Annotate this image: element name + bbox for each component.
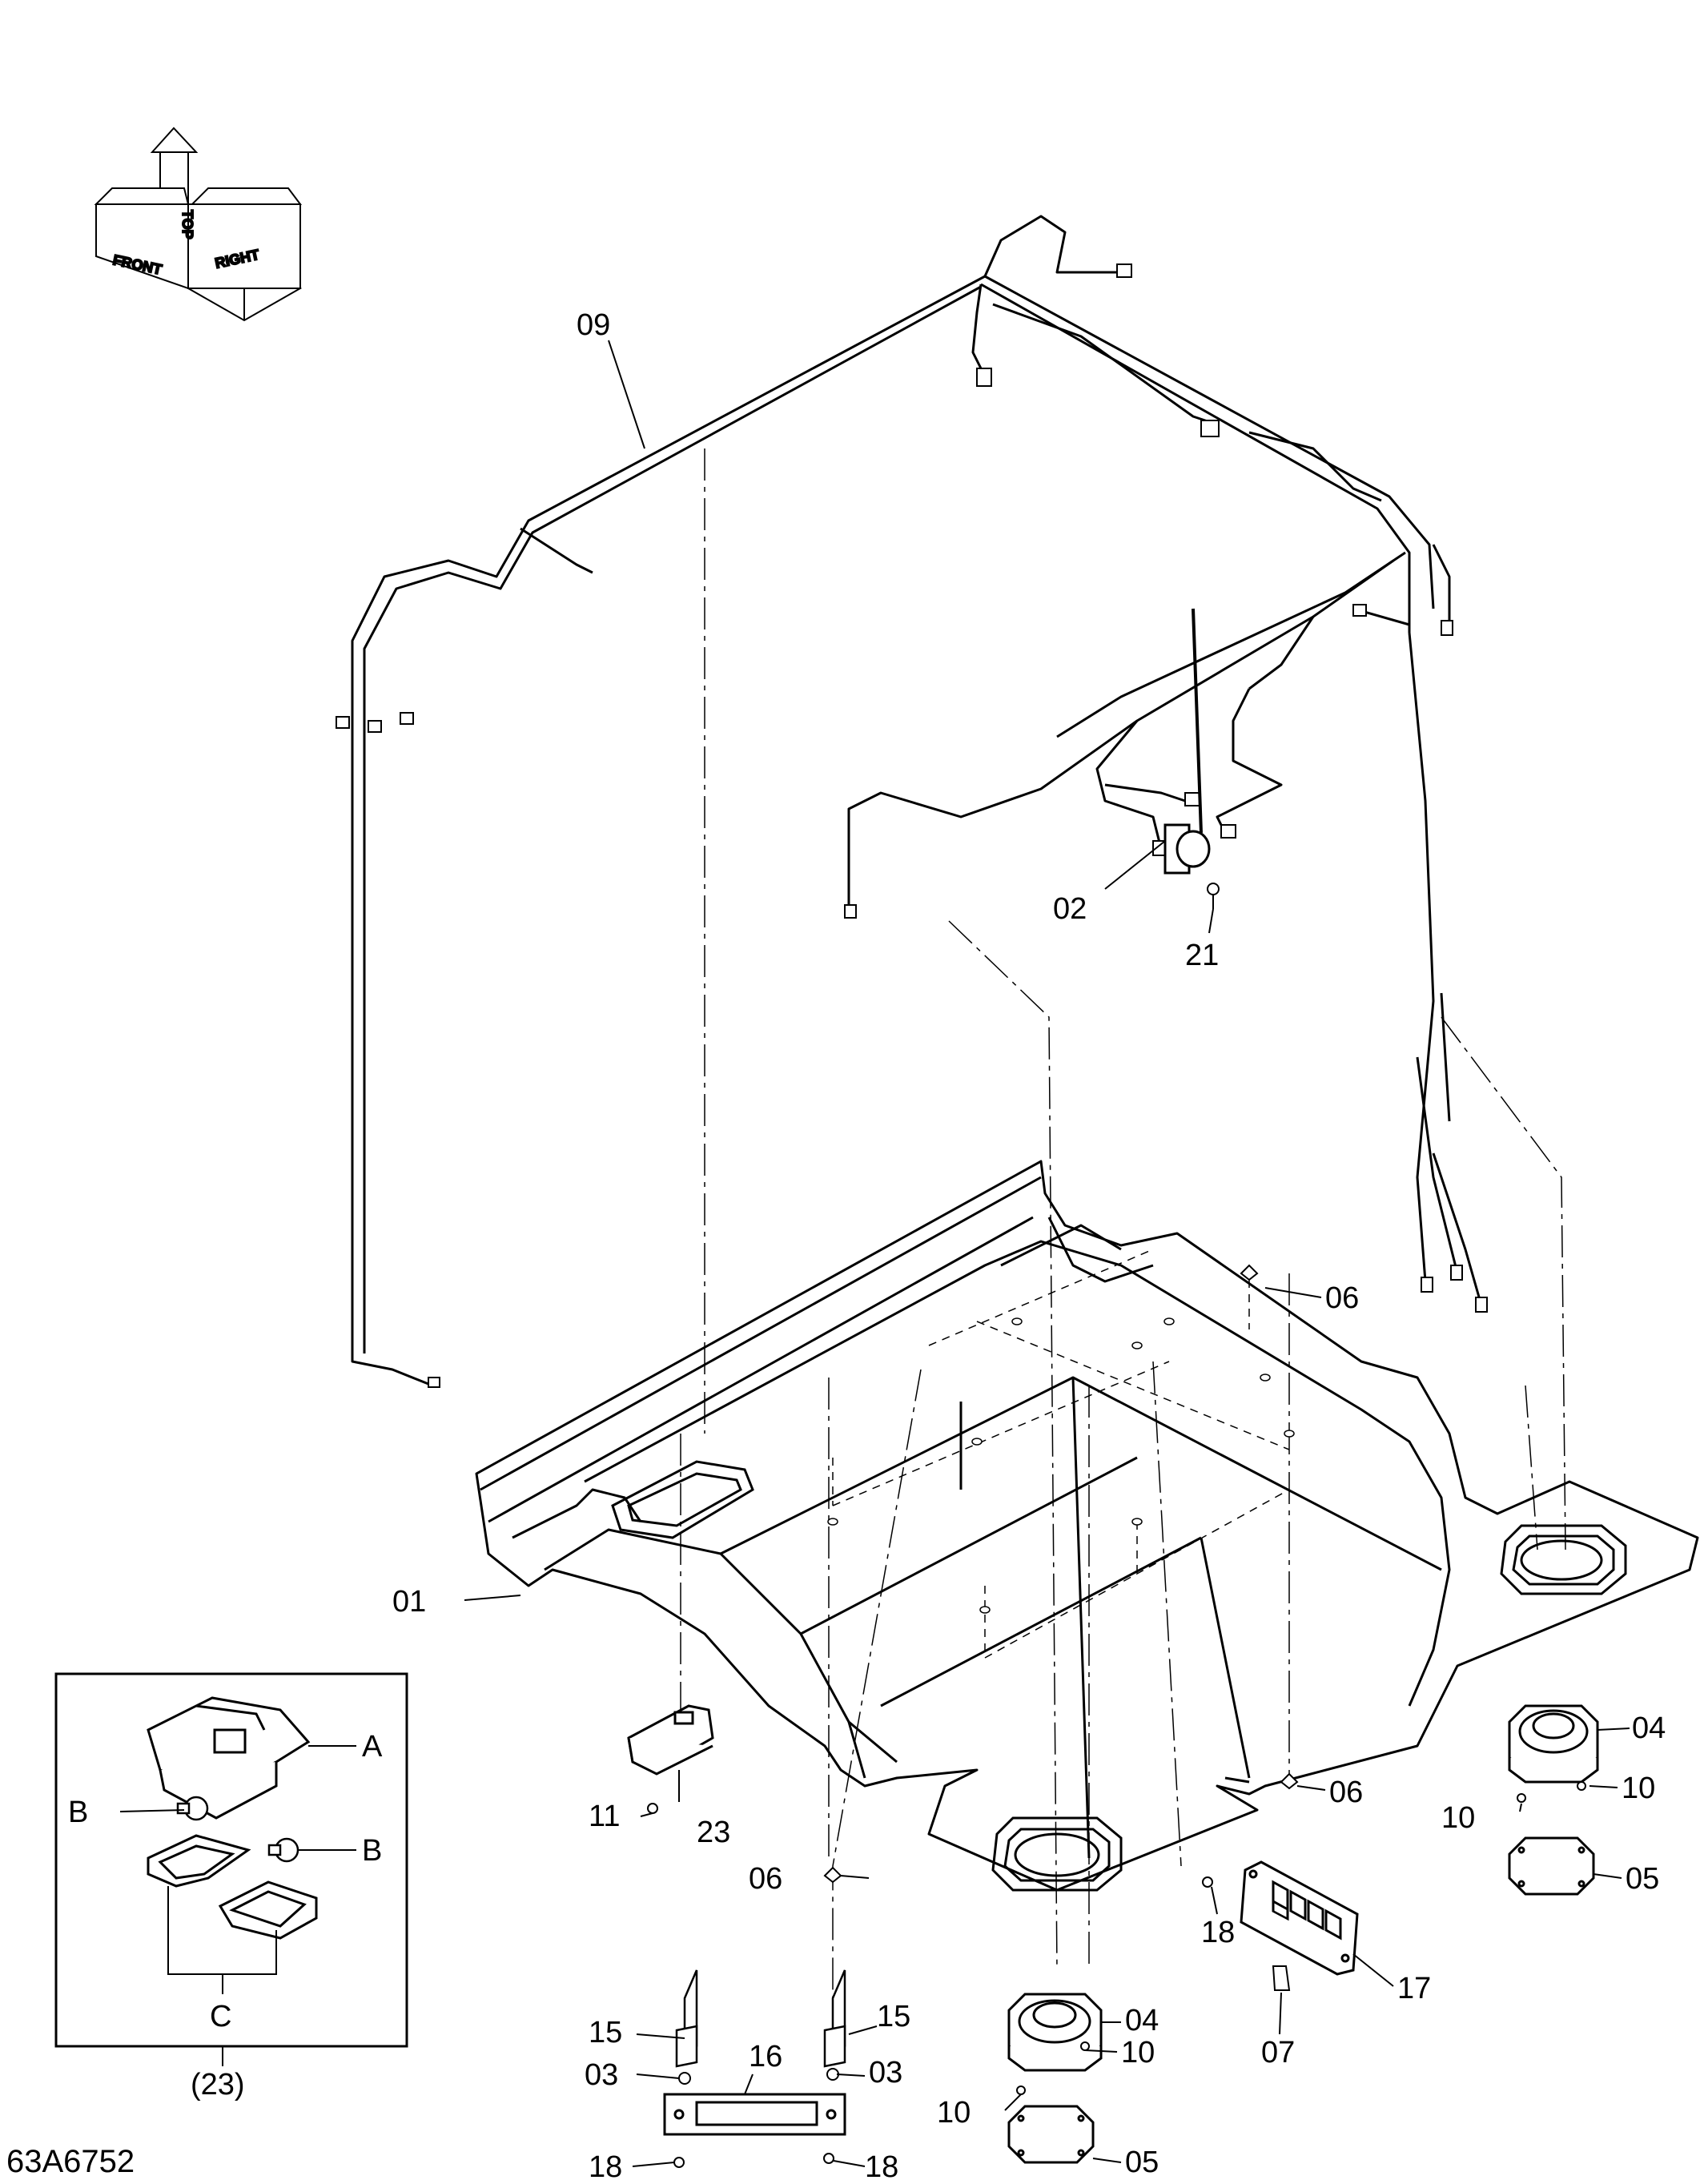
wiring-harness-09: [351, 215, 1483, 1387]
callout-10-front-a: 10: [1121, 2036, 1155, 2069]
inset-labels: A B B C (23): [68, 1730, 383, 2102]
orientation-top-label: TOP: [179, 210, 195, 239]
callout-18-right: 18: [865, 2150, 898, 2184]
callout-17: 17: [1397, 1972, 1431, 2005]
callout-16: 16: [749, 2040, 782, 2073]
lamp-housing-a: [147, 1696, 311, 1820]
callout-06-top: 06: [1325, 1281, 1359, 1315]
screws-10: [1016, 1781, 1586, 2095]
lens-c2: [218, 1880, 318, 1940]
lamp-detail-inset: [54, 1672, 408, 2048]
inset-label-b2: B: [362, 1834, 382, 1868]
inset-label-b1: B: [68, 1796, 88, 1829]
callout-23: 23: [697, 1816, 730, 1849]
inset-label-a: A: [362, 1730, 383, 1764]
callout-21: 21: [1185, 939, 1219, 972]
callout-11: 11: [589, 1800, 620, 1833]
callout-labels: 09 02 21 01 06 06 06 04 10 10 05 11 23 1…: [392, 308, 1666, 2184]
clips-06: [823, 1264, 1299, 1884]
callout-02: 02: [1053, 892, 1087, 926]
speaker-04-right: [1508, 1704, 1599, 1784]
callout-04-front: 04: [1125, 2004, 1159, 2037]
callout-05-front: 05: [1125, 2146, 1159, 2179]
plate-16: [663, 2093, 846, 2136]
inset-label-c: C: [210, 2000, 231, 2033]
callout-10-front-b: 10: [937, 2096, 971, 2130]
callout-10-right-b: 10: [1622, 1772, 1655, 1805]
callout-03-left: 03: [585, 2058, 618, 2092]
floor-mat-01: [475, 1160, 1699, 1892]
alignment-lines: [680, 448, 1566, 2026]
leader-lines: [119, 340, 1630, 2167]
harness-connectors: [336, 263, 1488, 1388]
lens-c1: [147, 1834, 251, 1888]
callout-15-left: 15: [589, 2016, 622, 2049]
speaker-grille-05-right: [1508, 1836, 1595, 1896]
speaker-opening-right: [1500, 1524, 1627, 1595]
screw-18-panel: [1202, 1876, 1213, 1888]
callout-15-right: 15: [877, 2000, 910, 2033]
antenna-02: [1163, 608, 1211, 875]
switch-blank-07: [1272, 1965, 1291, 1991]
floor-hidden-lines: [832, 1249, 1290, 1659]
speaker-04-front: [1007, 1993, 1103, 2072]
callout-18-panel: 18: [1201, 1916, 1235, 1949]
speaker-grille-05-front: [1007, 2105, 1095, 2164]
bolt-21: [1207, 883, 1220, 909]
room-lamp-23: [627, 1704, 714, 1776]
bracket-15-right: [823, 1969, 846, 2068]
callout-07: 07: [1261, 2036, 1295, 2069]
bracket-15-left: [675, 1969, 698, 2068]
callout-10-right-a: 10: [1441, 1801, 1475, 1835]
figure-number: 63A6752: [6, 2144, 135, 2179]
callout-05-right: 05: [1626, 1862, 1659, 1896]
speaker-opening-front: [991, 1816, 1123, 1892]
nuts-03: [678, 2068, 839, 2085]
switch-panel-17: [1240, 1860, 1359, 1976]
screw-11: [647, 1803, 658, 1814]
callout-06-right: 06: [1329, 1776, 1363, 1809]
callout-09: 09: [577, 308, 610, 342]
lamp-recess: [611, 1460, 754, 1539]
screws-18-plate: [673, 2153, 834, 2168]
callout-18-left: 18: [589, 2150, 622, 2184]
bulb-b2: [267, 1837, 299, 1863]
inset-ref-23: (23): [191, 2068, 245, 2102]
callout-03-right: 03: [869, 2056, 902, 2089]
callout-06-left: 06: [749, 1862, 782, 1896]
callout-04-right: 04: [1632, 1711, 1666, 1745]
floor-mat-holes: [827, 1317, 1295, 1614]
callout-01: 01: [392, 1585, 426, 1619]
orientation-compass-icon: FRONT TOP RIGHT: [94, 127, 303, 322]
